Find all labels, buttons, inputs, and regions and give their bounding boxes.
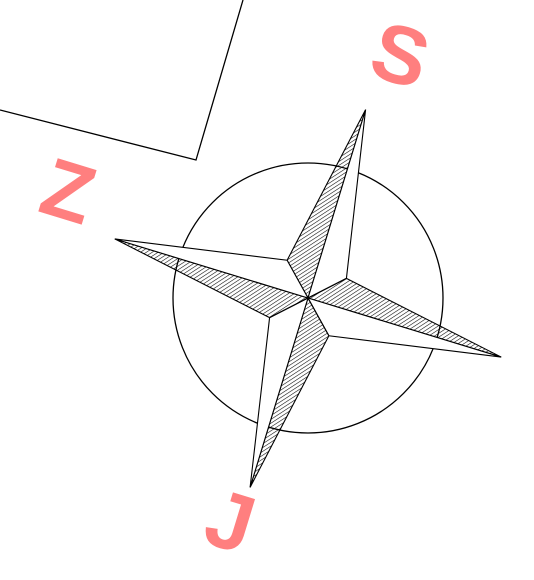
north-label: S	[361, 4, 440, 107]
west-label: Z	[31, 141, 106, 243]
compass-rose	[57, 51, 534, 547]
frame-corner	[0, 0, 243, 160]
south-label: J	[195, 472, 265, 572]
